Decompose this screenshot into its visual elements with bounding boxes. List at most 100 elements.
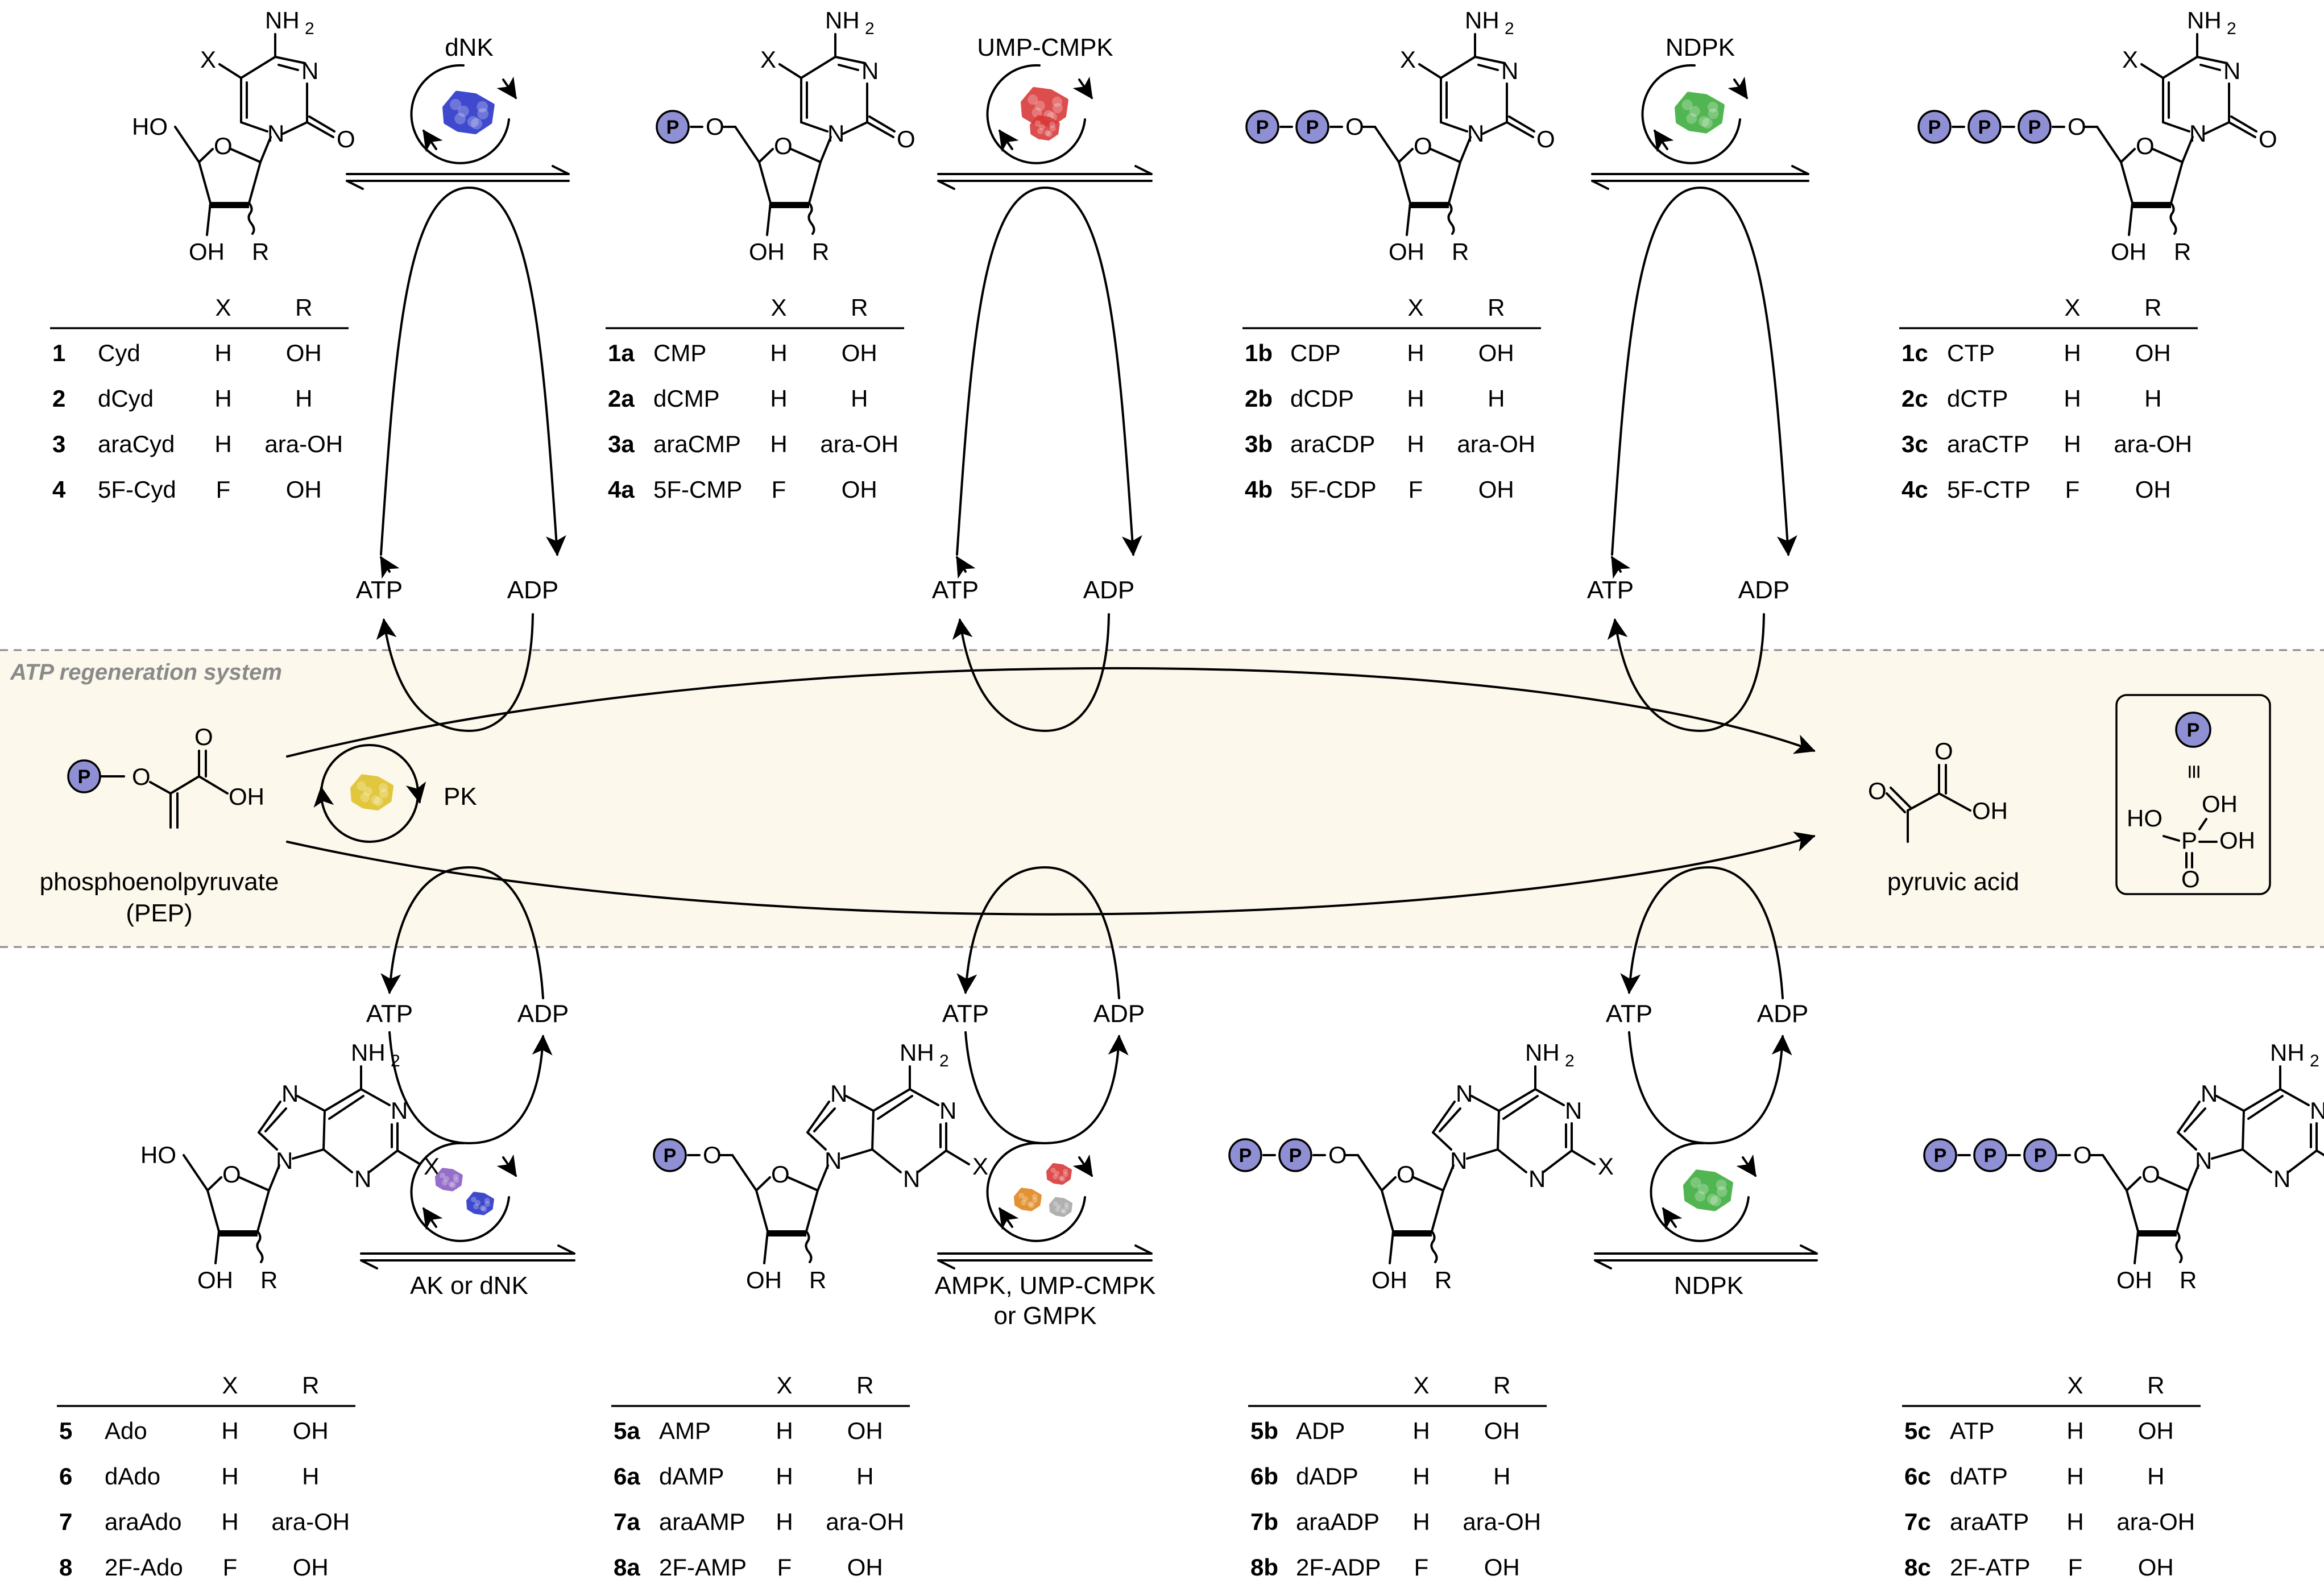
compound-name: 5F-Cyd: [98, 476, 176, 503]
compound-name: dAMP: [659, 1463, 724, 1490]
hydroxyl-3: OH: [746, 1267, 782, 1293]
compound-name: 2F-AMP: [659, 1554, 747, 1581]
phosphate-icon: [1973, 1138, 2007, 1172]
compound-number: 8c: [1904, 1554, 1931, 1581]
x-value: H: [1412, 1417, 1430, 1444]
hydroxyl-3: OH: [1372, 1267, 1407, 1293]
adenosine-triphosphate: OOHRNNNNNH2XOPPP: [1923, 1039, 2324, 1293]
compound-number: 4a: [608, 476, 635, 503]
compound-number: 5a: [614, 1417, 640, 1444]
column-header-r: R: [856, 1372, 873, 1399]
pep-name: phosphoenolpyruvate: [40, 868, 279, 896]
compound-number: 3b: [1245, 431, 1273, 457]
n3: N: [301, 57, 318, 84]
column-header-x: X: [1407, 294, 1423, 321]
legend-p: P: [2187, 719, 2200, 741]
r-value: OH: [1484, 1417, 1520, 1444]
compound-name: dADP: [1296, 1463, 1358, 1490]
x-value: H: [2066, 1417, 2083, 1444]
r-value: H: [295, 385, 312, 412]
compound-number: 4b: [1245, 476, 1273, 503]
phosphate-icon: [1967, 110, 2002, 144]
n1: N: [939, 1097, 956, 1124]
hydroxyl-5: HO: [132, 113, 168, 140]
r-value: ara-OH: [1463, 1508, 1541, 1535]
column-header-r: R: [302, 1372, 319, 1399]
r-value: H: [1488, 385, 1505, 412]
phosphate-1: P: [653, 1138, 687, 1172]
n3: N: [1528, 1165, 1546, 1192]
r-value: OH: [293, 1417, 329, 1444]
amino-subscript: 2: [1565, 1052, 1575, 1070]
compound-name: dCDP: [1290, 385, 1354, 412]
phosphate-icon: [653, 1138, 687, 1172]
pyruvate-keto-oxygen: O: [1868, 777, 1887, 804]
legend-equiv: ≡: [2180, 764, 2208, 779]
compound-name: araAMP: [659, 1508, 745, 1535]
compound-number: 1c: [1902, 340, 1928, 366]
band-title: ATP regeneration system: [10, 660, 282, 685]
r-value: H: [851, 385, 868, 412]
n9: N: [1450, 1147, 1467, 1174]
x-value: F: [2068, 1554, 2083, 1581]
compound-name: CMP: [653, 340, 706, 366]
x-value: H: [1407, 340, 1424, 366]
amino-nh: NH: [825, 7, 860, 34]
x-substituent: X: [1400, 46, 1416, 73]
pk-enzyme: PK: [313, 744, 477, 843]
compound-name: araCTP: [1947, 431, 2029, 457]
pyruvate-hydroxyl: OH: [1972, 797, 2008, 824]
column-header-r: R: [851, 294, 868, 321]
r-value: ara-OH: [2114, 431, 2192, 457]
amino-nh: NH: [1525, 1039, 1560, 1066]
amino-subscript: 2: [865, 19, 875, 38]
legend-phosphate-icon: [2175, 712, 2211, 748]
column-header-r: R: [295, 294, 312, 321]
column-header-r: R: [2147, 1372, 2164, 1399]
ring-oxygen: O: [214, 133, 233, 159]
ring-oxygen: O: [222, 1161, 241, 1188]
r-substituent: R: [260, 1267, 277, 1293]
x-value: H: [1407, 431, 1424, 457]
compound-name: ATP: [1950, 1417, 1995, 1444]
phosphate-1: P: [2023, 1138, 2057, 1172]
x-value: H: [2066, 1508, 2083, 1535]
compound-name: araCMP: [653, 431, 741, 457]
phosphate-icon: [1295, 110, 1329, 144]
compound-number: 1b: [1245, 340, 1273, 366]
x-value: F: [772, 476, 786, 503]
pyruvic-acid-name: pyruvic acid: [1887, 868, 2019, 896]
compound-name: ADP: [1296, 1417, 1345, 1444]
oxygen-5: O: [2068, 113, 2086, 140]
hydroxyl-3: OH: [2111, 238, 2147, 265]
carbonyl-oxygen: O: [2259, 126, 2277, 152]
pep-abbreviation: (PEP): [126, 899, 192, 927]
x-substituent: X: [760, 46, 776, 73]
adp-label: ADP: [1093, 1000, 1145, 1028]
x-value: H: [2064, 340, 2081, 366]
ring-oxygen: O: [2141, 1161, 2160, 1188]
x-substituent: X: [2122, 46, 2138, 73]
r-value: OH: [2135, 340, 2171, 366]
